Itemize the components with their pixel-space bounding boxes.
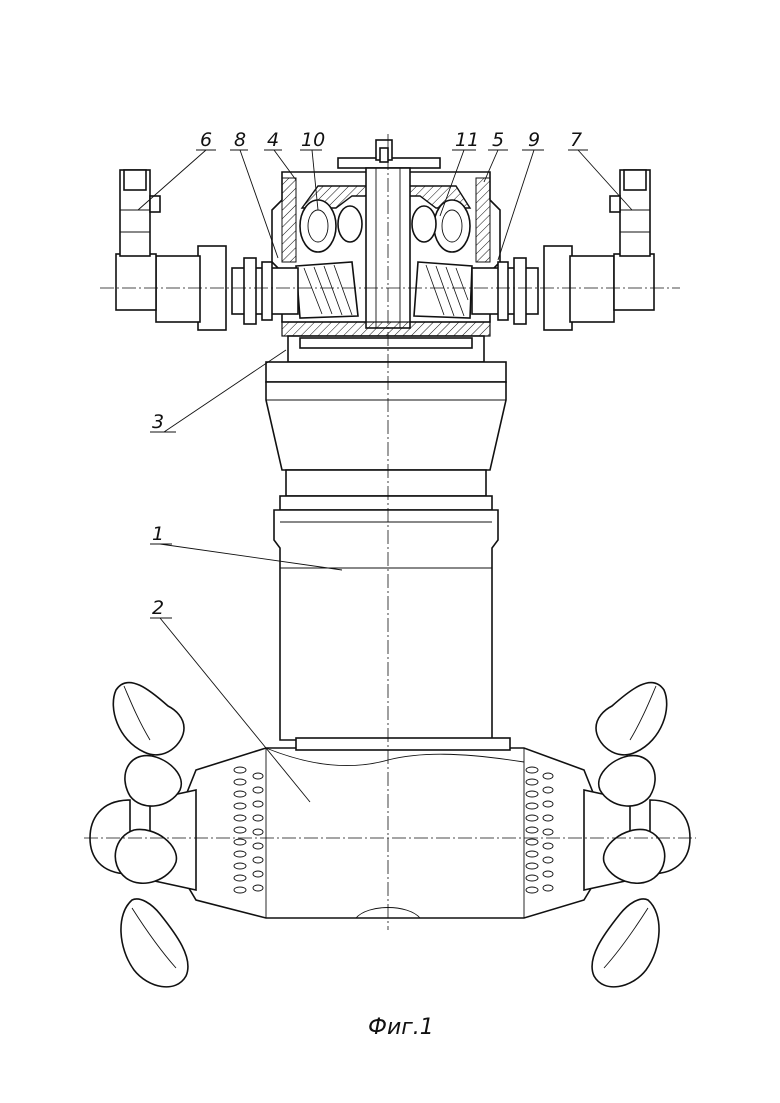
gearbox-assembly (272, 140, 500, 362)
callout-label-11: 11 (455, 129, 479, 151)
propulsion-pod (184, 738, 596, 918)
callout-label-6: 6 (200, 129, 212, 151)
callout-label-2: 2 (152, 597, 164, 619)
column-body (266, 362, 506, 740)
callout-label-4: 4 (267, 129, 279, 151)
left-drive-unit (116, 170, 298, 330)
right-propeller (584, 682, 690, 986)
left-propeller (90, 682, 196, 986)
callout-label-5: 5 (492, 129, 504, 151)
callout-label-10: 10 (301, 129, 325, 151)
figure-caption: Фиг.1 (368, 1015, 434, 1040)
callout-label-1: 1 (152, 523, 164, 545)
callout-label-8: 8 (234, 129, 246, 151)
callout-label-7: 7 (570, 129, 582, 151)
callout-label-3: 3 (152, 411, 164, 433)
callout-label-9: 9 (528, 129, 540, 151)
